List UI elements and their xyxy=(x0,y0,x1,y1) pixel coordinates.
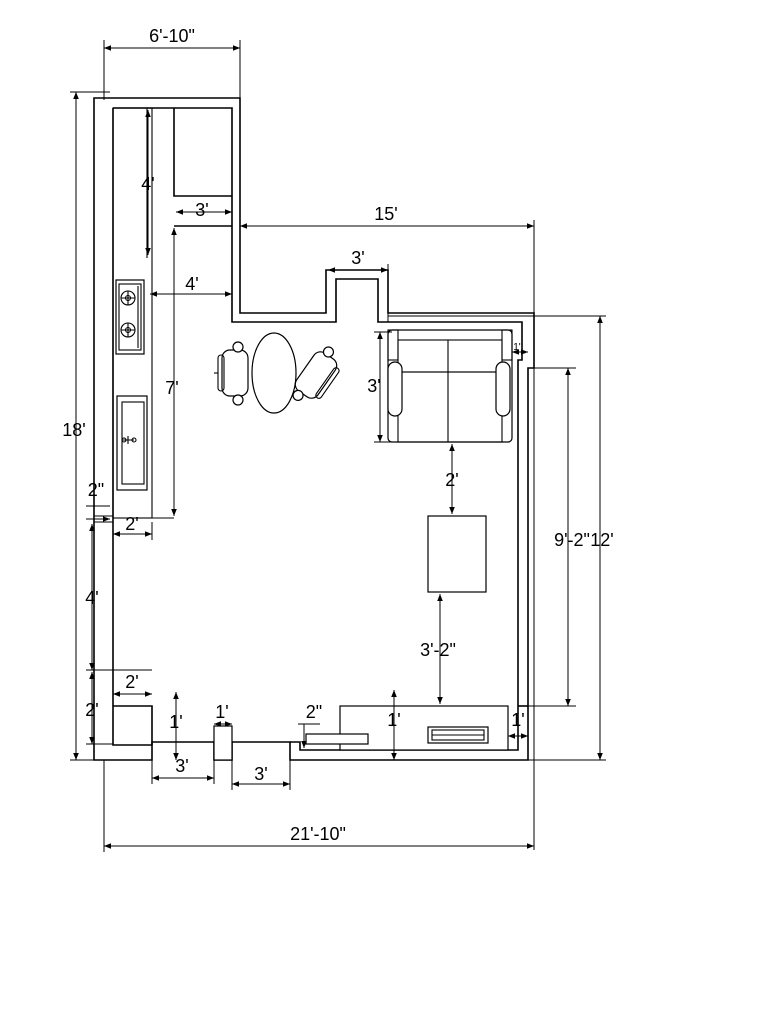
dining-set xyxy=(214,332,340,414)
chair-icon xyxy=(292,346,340,401)
dim-pier-width: 1' xyxy=(215,702,228,722)
dining-table-icon xyxy=(251,332,297,414)
dim-counter-depth: 2' xyxy=(125,514,138,534)
dim-top-width: 6'-10" xyxy=(149,26,195,46)
dim-opening-one: 1' xyxy=(169,712,182,732)
coffee-table-icon xyxy=(427,515,487,593)
dim-right-outer-height: 12' xyxy=(590,530,613,550)
dim-sofa-depth: 3' xyxy=(367,376,380,396)
living-area xyxy=(305,329,513,751)
dim-left-inset: 2" xyxy=(88,480,104,500)
chair-icon xyxy=(214,341,249,406)
left-inset xyxy=(94,515,113,523)
dim-right-gap: 1' xyxy=(511,710,524,730)
dim-right-inner-height: 9'-2" xyxy=(554,530,590,550)
sofa-icon xyxy=(387,329,513,443)
kitchen xyxy=(112,107,174,519)
low-shelf-icon xyxy=(305,733,369,745)
dim-wall-step: 2" xyxy=(306,702,322,722)
dim-small-gap: 1' xyxy=(513,342,521,353)
dim-bottom-left-height: 2' xyxy=(85,700,98,720)
dim-counter-length: 7' xyxy=(165,378,178,398)
dim-kitchen-nook: 3' xyxy=(195,200,208,220)
dimension-labels: 6'-10" 18' 4' 3' 15' 3' 4' 7' 3' 1' 2' 2… xyxy=(62,26,613,844)
dimension-lines xyxy=(70,40,606,852)
stove-icon xyxy=(115,279,145,355)
door-pier xyxy=(213,725,233,761)
lower-left-stub xyxy=(113,705,153,745)
dim-door-one: 3' xyxy=(175,756,188,776)
dim-right-wall-span: 15' xyxy=(374,204,397,224)
dim-kitchen-top: 4' xyxy=(141,174,154,194)
sink-icon xyxy=(116,395,148,491)
dim-console-gap: 1' xyxy=(387,710,400,730)
dim-bottom-left-width: 2' xyxy=(125,672,138,692)
dim-table-to-console: 3'-2" xyxy=(420,640,456,660)
dim-sofa-to-table: 2' xyxy=(445,470,458,490)
dim-overall-height: 18' xyxy=(62,420,85,440)
dim-step-width: 3' xyxy=(351,248,364,268)
dim-overall-width: 21'-10" xyxy=(290,824,346,844)
dim-door-two: 3' xyxy=(254,764,267,784)
dim-left-wall-segment: 4' xyxy=(85,588,98,608)
dim-aisle-width: 4' xyxy=(185,274,198,294)
